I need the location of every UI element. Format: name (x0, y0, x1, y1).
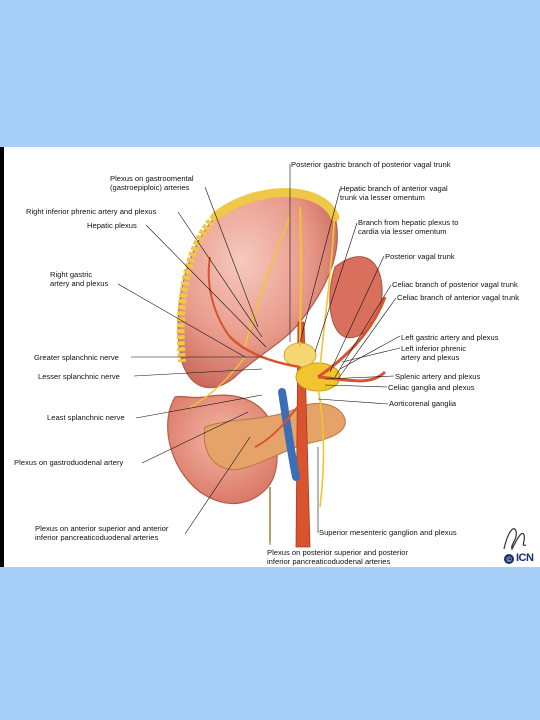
label-hepatic-branch: Hepatic branch of anterior vagal trunk v… (340, 184, 448, 202)
label-gastroduodenal: Plexus on gastroduodenal artery (14, 458, 124, 467)
illustration-panel: Plexus on gastroomental (gastroepiploic)… (0, 147, 540, 567)
artist-signature-logo: © ICN (500, 519, 540, 567)
label-branch-hepatic-plexus: Branch from hepatic plexus to cardia via… (358, 218, 459, 236)
panel-left-edge (0, 147, 4, 567)
label-greater-splanchnic: Greater splanchnic nerve (34, 353, 119, 362)
label-gastroomental: Plexus on gastroomental (gastroepiploic)… (110, 174, 194, 192)
label-least-splanchnic: Least splanchnic nerve (47, 413, 125, 422)
label-superior-mesenteric: Superior mesenteric ganglion and plexus (319, 528, 457, 537)
label-splenic-artery: Splenic artery and plexus (395, 372, 481, 381)
label-celiac-ganglia: Celiac ganglia and plexus (388, 383, 475, 392)
icn-logo: ICN (516, 552, 534, 564)
label-right-gastric: Right gastric artery and plexus (50, 270, 109, 288)
label-left-gastric: Left gastric artery and plexus (401, 333, 499, 342)
label-aorticorenal-ganglia: Aorticorenal ganglia (389, 399, 457, 408)
label-lesser-splanchnic: Lesser splanchnic nerve (38, 372, 120, 381)
label-celiac-branch-anterior: Celiac branch of anterior vagal trunk (397, 293, 519, 302)
leader-lines (117, 164, 401, 545)
label-right-inferior-phrenic: Right inferior phrenic artery and plexus (26, 207, 157, 216)
label-left-inferior-phrenic: Left inferior phrenic artery and plexus (401, 344, 467, 362)
label-hepatic-plexus: Hepatic plexus (87, 221, 137, 230)
label-anterior-pancreaticoduodenal: Plexus on anterior superior and anterior… (35, 524, 169, 542)
spleen-region (329, 256, 383, 339)
signature-icon: © (503, 528, 527, 564)
svg-text:©: © (507, 556, 513, 564)
label-posterior-gastric-branch: Posterior gastric branch of posterior va… (291, 160, 451, 169)
label-posterior-vagal-trunk: Posterior vagal trunk (385, 252, 455, 261)
label-celiac-branch-posterior: Celiac branch of posterior vagal trunk (392, 280, 518, 289)
label-posterior-pancreaticoduodenal: Plexus on posterior superior and posteri… (267, 548, 408, 566)
vein (278, 388, 300, 481)
anatomy-illustration (117, 164, 401, 548)
omental-fat (210, 188, 340, 222)
